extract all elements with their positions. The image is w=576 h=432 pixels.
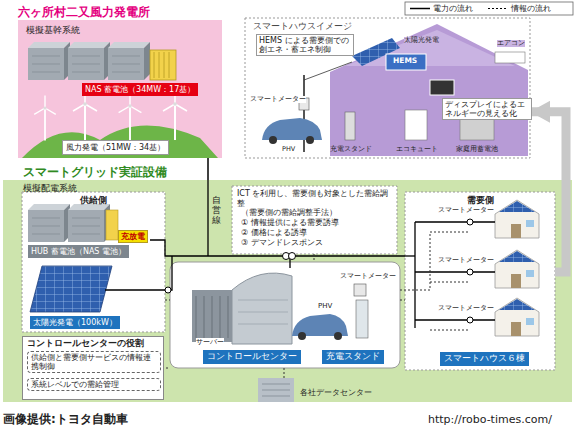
label-box: 充電スタンド: [322, 350, 384, 364]
node-title: ICT を利用し、需要側も対象とした需給調整: [237, 189, 392, 208]
node-title: 供給側: [22, 194, 165, 207]
part-label: 各社データセンター: [300, 388, 372, 397]
credit-note: 画像提供:トヨタ自動車: [3, 413, 128, 427]
role-box: コントロールセンターの役割供給側と需要側サービスの情報連携制御系統レベルでの需給…: [22, 336, 164, 400]
node-title: コントロールセンターの役割: [27, 338, 159, 350]
node-title: 風力発電（51MW：34基）: [66, 142, 165, 153]
power-line: [207, 158, 209, 180]
label-box: コントロールセンター: [203, 350, 301, 364]
part-label: スマートメーター: [438, 257, 494, 264]
node-text: 模擬基幹系統: [26, 24, 214, 37]
node-title: 系統レベルでの需給管理: [31, 380, 157, 389]
part-label: サーバー: [196, 338, 224, 346]
part-label: 太陽光発電: [404, 37, 439, 44]
part-label: 充電スタンド: [330, 146, 372, 153]
part-label: スマートメーター: [438, 207, 494, 214]
part-label: エコキュート: [396, 146, 438, 153]
role-item: 供給側と需要側サービスの情報連携制御: [27, 351, 161, 373]
node-text: ③ デマンドレスポンス: [237, 238, 392, 248]
side-box: 供給側 HUB 蓄電池（NAS 電池） 充放電太陽光発電（100kW）: [22, 192, 165, 332]
legend-text: 電力の流れ: [433, 3, 473, 14]
label-box: 充放電: [118, 230, 148, 243]
side-box: 需要側スマートハウス６棟: [405, 192, 555, 370]
label-box: スマートハウス６棟: [440, 352, 529, 366]
display-label: HEMS: [393, 57, 417, 66]
node-title: 太陽光発電（100kW）: [33, 317, 117, 328]
part-label: 家庭用蓄電池: [456, 146, 498, 153]
label-box: NAS 蓄電池（34MW：17基）: [82, 83, 198, 96]
label-box: HUB 蓄電池（NAS 電池）: [28, 245, 129, 258]
role-item: 系統レベルでの需給管理: [27, 378, 161, 391]
part-label: スマートメーター: [438, 305, 494, 312]
node-title: スマートハウスイメージ: [253, 20, 522, 33]
part-label: PHV: [318, 302, 332, 310]
node-title: HUB 蓄電池（NAS 電池）: [31, 246, 126, 257]
node-text: （需要側の需給調整手法）: [237, 208, 392, 218]
node-text: ② 価格による誘導: [237, 228, 392, 238]
node-text: ① 情報提供による需要誘導: [237, 218, 392, 228]
line-label: 自営線: [212, 196, 221, 226]
callout-note: HEMS による需要側での創エネ・蓄エネ制御: [256, 34, 354, 56]
region-band: 六ヶ所村二又風力発電所模擬基幹系統NAS 蓄電池（34MW：17基）風力発電（5…: [18, 20, 222, 158]
legend-text: 情報の流れ: [511, 3, 551, 14]
flow-arrow: [530, 112, 566, 272]
node-title: 供給側と需要側サービスの情報連携制御: [31, 353, 157, 371]
label-box: 風力発電（51MW：34基）: [62, 140, 169, 155]
label-box: 太陽光発電（100kW）: [30, 316, 120, 329]
node-title: コントロールセンター: [207, 351, 297, 363]
watermark: http://robo-times.com/: [428, 414, 552, 427]
part-label: PHV: [282, 146, 295, 153]
callout-note: ディスプレイによるエネルギーの見える化: [442, 98, 532, 120]
note-box: ICT を利用し、需要側も対象とした需給調整（需要側の需給調整手法）① 情報提供…: [232, 186, 397, 251]
part-label: エアコン: [497, 40, 525, 47]
region-band: スマートグリッド実証設備模擬配電系統供給側HUB 蓄電池（NAS 電池）充放電太…: [3, 180, 572, 402]
node-title: 六ヶ所村二又風力発電所: [18, 4, 150, 21]
node-title: 需要側: [405, 194, 555, 207]
image-frame: スマートハウスイメージ: [245, 18, 530, 158]
node-title: 充電スタンド: [326, 351, 380, 363]
part-label: スマートメーター: [340, 273, 396, 280]
node-title: スマートグリッド実証設備: [23, 164, 167, 181]
part-label: スマートメーター: [250, 96, 306, 103]
node-title: 充放電: [121, 231, 145, 242]
node-title: NAS 蓄電池（34MW：17基）: [85, 84, 195, 95]
node-title: スマートハウス６棟: [444, 353, 525, 365]
